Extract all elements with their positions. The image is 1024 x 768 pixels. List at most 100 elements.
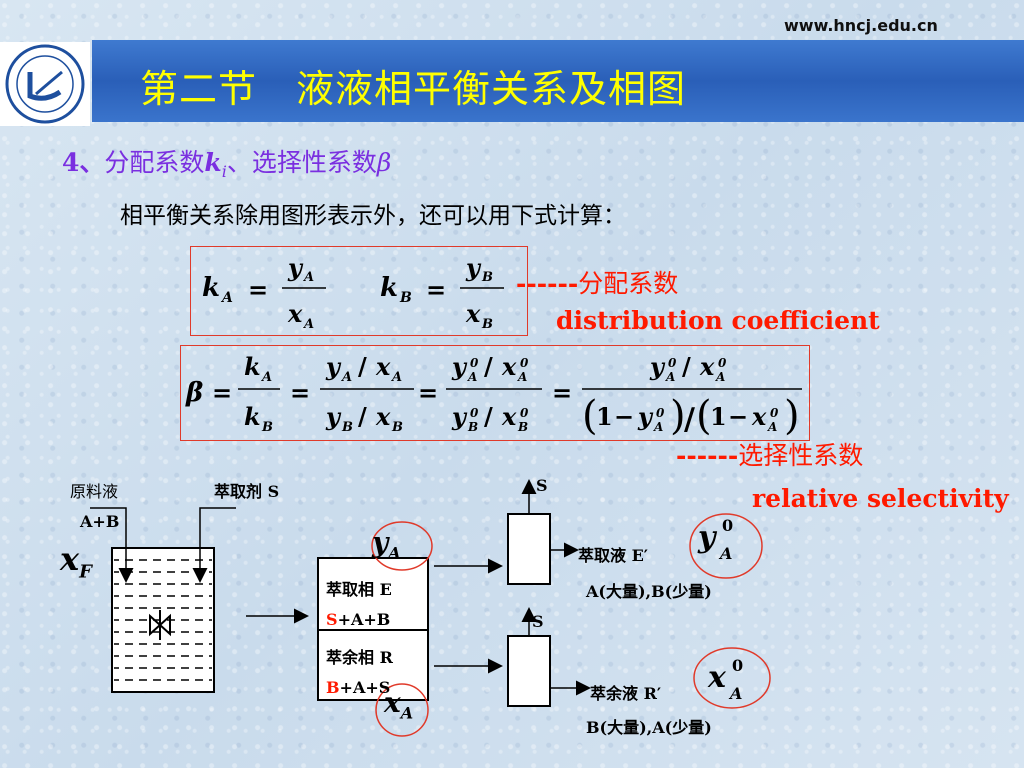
svg-text:A: A	[467, 370, 477, 384]
selectivity-english: relative selectivity	[752, 484, 1009, 513]
svg-text:y: y	[451, 352, 468, 381]
svg-text:β: β	[185, 378, 203, 408]
svg-text:/: /	[484, 402, 493, 431]
university-logo	[0, 42, 90, 126]
svg-text:/: /	[684, 402, 695, 437]
yA-highlight-circle	[371, 521, 433, 571]
svg-text:/: /	[358, 402, 367, 431]
svg-text:A: A	[715, 370, 725, 384]
svg-text:k: k	[380, 273, 398, 303]
svg-text:A: A	[665, 370, 675, 384]
extraction-process-diagram	[90, 479, 771, 737]
svg-text:x: x	[465, 299, 481, 328]
svg-text:y: y	[287, 253, 304, 282]
svg-text:(: (	[696, 393, 712, 439]
xA-symbol: xA	[384, 686, 414, 723]
selectivity-label: ------选择性系数	[676, 441, 864, 470]
svg-text:B: B	[481, 270, 493, 285]
svg-text:x: x	[501, 402, 517, 431]
feed-composition: A+B	[80, 512, 120, 531]
xA-highlight-circle	[375, 683, 429, 737]
distribution-formula-box	[190, 246, 528, 336]
svg-text:y: y	[451, 402, 468, 431]
solvent-recovery-column-2	[507, 635, 551, 707]
page-title: 第二节 液液相平衡关系及相图	[140, 67, 687, 111]
svg-text:B: B	[399, 290, 412, 306]
svg-text:A: A	[653, 420, 663, 434]
title-band	[92, 40, 1024, 122]
selectivity-formula-box	[180, 345, 810, 441]
yA-symbol: yA	[372, 526, 401, 563]
svg-text:B: B	[467, 420, 478, 434]
beta-symbol: β	[376, 148, 392, 177]
svg-text:y: y	[637, 402, 654, 431]
svg-text:=: =	[418, 378, 438, 407]
heading-distribution: 分配系数	[104, 148, 205, 177]
svg-text:=: =	[212, 378, 232, 407]
svg-text:0: 0	[718, 356, 727, 370]
extract-phase-label: 萃取相 E	[326, 580, 392, 599]
svg-text:A: A	[340, 370, 352, 385]
svg-text:x: x	[699, 352, 715, 381]
svg-text:B: B	[517, 420, 528, 434]
solvent-out-top: S	[536, 476, 548, 495]
y0-highlight-circle	[689, 513, 763, 579]
svg-text:/: /	[484, 352, 493, 381]
svg-text:y: y	[649, 352, 666, 381]
svg-text:0: 0	[520, 356, 529, 370]
raffinate-liquid-composition: B(大量),A(少量)	[586, 718, 712, 737]
svg-text:=: =	[552, 378, 572, 407]
svg-text:0: 0	[470, 406, 479, 420]
svg-text:B: B	[341, 420, 353, 435]
heading-separator: 、	[226, 148, 252, 177]
svg-text:/: /	[358, 352, 367, 381]
svg-text:x: x	[375, 402, 391, 431]
svg-text:A: A	[767, 420, 777, 434]
svg-text:): )	[784, 393, 800, 439]
svg-text:y: y	[325, 352, 342, 381]
raffinate-composition: B+A+S	[326, 678, 391, 697]
ki-symbol: k	[204, 148, 222, 177]
extract-composition: S+A+B	[326, 610, 391, 629]
yA0-symbol: y 0 A	[698, 516, 734, 563]
extract-liquid-label: 萃取液 E′	[578, 546, 648, 565]
svg-text:B: B	[391, 420, 403, 435]
distribution-english: distribution coefficient	[556, 306, 880, 335]
svg-text:A: A	[302, 270, 314, 285]
svg-text:A: A	[260, 370, 272, 385]
svg-text:y: y	[465, 253, 482, 282]
svg-text:x: x	[375, 352, 391, 381]
svg-text:0: 0	[770, 406, 779, 420]
svg-text:B: B	[261, 420, 273, 435]
svg-text:x: x	[501, 352, 517, 381]
xF-symbol: xF	[60, 540, 92, 583]
svg-text:A: A	[517, 370, 527, 384]
xA0-symbol: x 0 A	[708, 656, 744, 703]
svg-text:): )	[670, 393, 686, 439]
svg-text:=: =	[248, 275, 268, 304]
svg-text:k: k	[244, 352, 261, 381]
solvent-label: 萃取剂 S	[214, 482, 280, 501]
svg-text:y: y	[325, 402, 342, 431]
svg-text:k: k	[244, 402, 261, 431]
extract-liquid-composition: A(大量),B(少量)	[586, 582, 712, 601]
feed-label: 原料液	[70, 482, 119, 501]
solvent-out-bottom: S	[532, 612, 544, 631]
ki-subscript: i	[221, 162, 227, 181]
svg-text:x: x	[751, 402, 767, 431]
distribution-label: ------分配系数	[516, 269, 679, 298]
svg-text:A: A	[220, 290, 233, 306]
svg-text:=: =	[426, 275, 446, 304]
solvent-recovery-column-1	[507, 513, 551, 585]
svg-text:0: 0	[520, 406, 529, 420]
svg-text:−: −	[728, 402, 748, 431]
svg-text:k: k	[202, 273, 220, 303]
svg-text:A: A	[390, 370, 402, 385]
svg-text:0: 0	[668, 356, 677, 370]
svg-text:x: x	[287, 299, 303, 328]
raffinate-phase-label: 萃余相 R	[326, 648, 393, 667]
heading-selectivity: 选择性系数	[251, 148, 377, 177]
raffinate-liquid-label: 萃余液 R′	[590, 684, 662, 703]
section-number: 4、	[62, 148, 105, 177]
